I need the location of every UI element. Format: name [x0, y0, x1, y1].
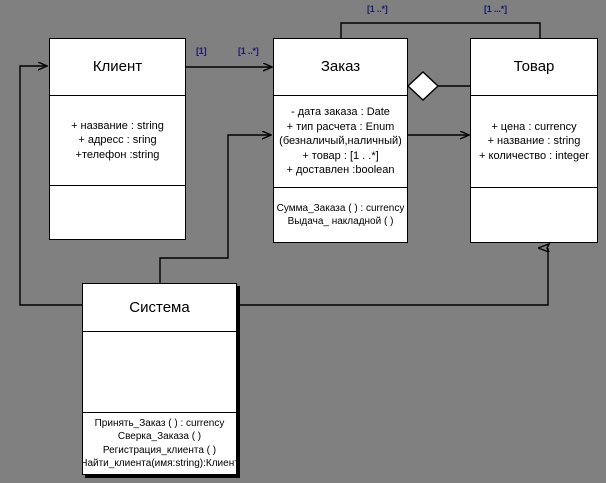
class-client-operations-compartment [50, 185, 185, 239]
multiplicity-order-target: [1 ..*] [238, 46, 259, 56]
class-product-name-compartment: Товар [471, 39, 597, 95]
class-product-name: Товар [513, 58, 555, 75]
class-product-attributes-compartment: + цена : currency + название : string + … [471, 95, 597, 187]
class-box-order[interactable]: Заказ - дата заказа : Date + тип расчета… [273, 38, 408, 243]
class-order-operation: Выдача_ накладной ( ) [287, 216, 394, 227]
class-order-operation: Сумма_Заказа ( ) : currency [276, 202, 405, 214]
aggregation-diamond-icon [407, 71, 439, 101]
multiplicity-product-top: [1 ...*] [484, 4, 507, 14]
class-system-operation: Сверка_Заказа ( ) [117, 431, 202, 442]
class-client-attributes-compartment: + название : string + адресс : sring +те… [50, 95, 185, 185]
multiplicity-order-top: [1 ..*] [367, 4, 388, 14]
class-client-name-compartment: Клиент [50, 39, 185, 95]
class-order-attribute: + тип расчета : Enum [286, 120, 395, 133]
class-order-attribute: (безналичый,наличный) [279, 135, 402, 148]
class-order-attribute: + доставлен :boolean [286, 164, 395, 177]
class-box-product[interactable]: Товар + цена : currency + название : str… [470, 38, 598, 243]
class-box-system[interactable]: Система Принять_Заказ ( ) : currency Све… [82, 283, 237, 475]
class-system-name: Система [129, 298, 190, 316]
class-order-attribute: + товар : [1 . .*] [302, 149, 379, 162]
class-product-attribute: + цена : currency [491, 120, 577, 133]
class-client-attribute: + название : string [71, 119, 164, 132]
class-system-attributes-compartment [83, 331, 236, 412]
class-system-operation: Найти_клиента(имя:string):Клиент [83, 458, 236, 469]
class-system-name-compartment: Система [83, 284, 236, 331]
class-system-operations-compartment: Принять_Заказ ( ) : currency Сверка_Зака… [83, 412, 236, 474]
line-system-to-product [240, 248, 548, 306]
class-client-name: Клиент [92, 58, 143, 75]
class-product-attribute: + количество : integer [479, 149, 589, 162]
class-box-client[interactable]: Клиент + название : string + адресс : sr… [49, 38, 186, 240]
class-system-operation: Принять_Заказ ( ) : currency [94, 417, 225, 429]
class-order-attributes-compartment: - дата заказа : Date + тип расчета : Enu… [274, 95, 407, 187]
class-order-name-compartment: Заказ [274, 39, 407, 95]
class-client-attribute: +телефон :string [75, 148, 160, 161]
class-product-operations-compartment [471, 187, 597, 242]
multiplicity-client-source: [1] [196, 46, 207, 56]
class-system-operation: Регистрация_клиента ( ) [102, 444, 217, 456]
class-product-attribute: + название : string [487, 135, 581, 148]
class-order-operations-compartment: Сумма_Заказа ( ) : currency Выдача_ накл… [274, 187, 407, 242]
class-order-name: Заказ [320, 58, 361, 75]
class-client-attribute: + адресс : sring [78, 134, 157, 147]
line-order-top-to-product-top [340, 22, 541, 38]
class-order-attribute: - дата заказа : Date [291, 106, 390, 119]
